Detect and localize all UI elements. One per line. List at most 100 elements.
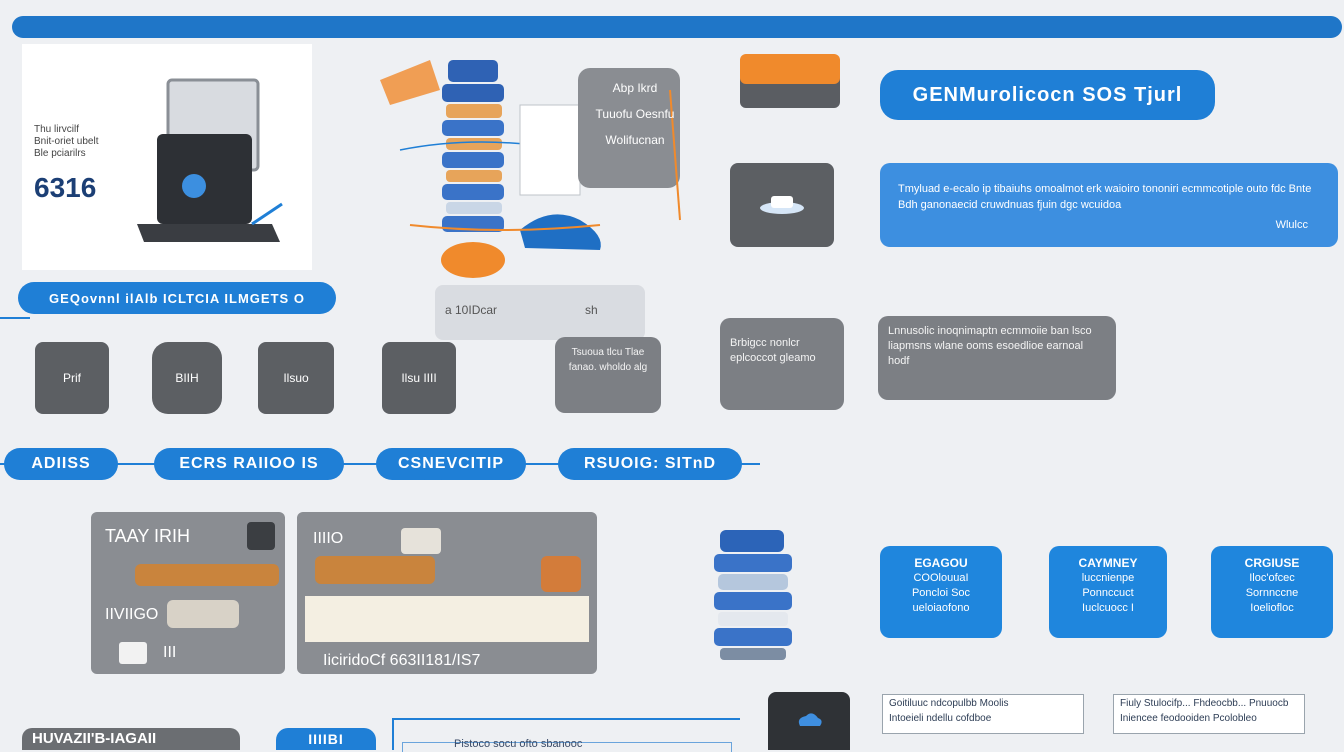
card-line: Poncloi Soc xyxy=(911,587,971,599)
tab-label: ADIISS xyxy=(31,455,91,472)
bottom-mid-text: Pistoco socu ofto sbanooc xyxy=(454,738,583,750)
card-line: ueloiaofono xyxy=(912,602,970,614)
bottom-left-text: HUVAZII'B-IAGAII xyxy=(32,730,157,747)
right-panel-title: IIIIO xyxy=(313,530,344,547)
stacked-books-icon xyxy=(714,530,792,660)
bubble-tail xyxy=(424,479,442,480)
label-line: Intoeieli ndellu cofdboe xyxy=(889,713,992,724)
gray-note-1: Brbigcc nonlcr eplcoccot gleamo xyxy=(720,318,844,410)
mid-note-text: Tsuoua tlcu Tlae fanao. wholdo alg xyxy=(568,347,648,373)
diagram-line: Tuuofu Oesnfu xyxy=(595,107,675,121)
label-box-2: Fiuly Stulocifp... Fhdeocbb... Pnuuocb I… xyxy=(1113,694,1305,734)
card-line: COOlouuaI xyxy=(913,572,969,584)
card-tail xyxy=(916,637,934,638)
card-line: Iloc'ofcec xyxy=(1249,572,1295,584)
tower-diagram-icon xyxy=(380,60,681,278)
board-area xyxy=(305,596,589,642)
card-tail xyxy=(1235,637,1253,638)
gray-note-text: Lnnusolic inoqnimaptn ecmmoiie ban lsco … xyxy=(888,325,1092,367)
component-icon xyxy=(167,600,239,628)
component-strip-icon xyxy=(315,556,435,584)
part-icon xyxy=(401,528,441,554)
bubble-tail xyxy=(748,409,766,410)
description-panel: Tmyluad e-ecalo ip tibaiuhs omoalmot erk… xyxy=(880,163,1338,247)
card-line: Ponnccuct xyxy=(1082,587,1134,599)
right-panel: IIIIO IiciridoCf 663II181/IS7 xyxy=(297,512,597,674)
main-title-bubble: GENMurolicocn SOS Tjurl xyxy=(880,70,1215,120)
icon-tile-label: Ilsuo xyxy=(283,371,309,385)
description-right: Wlulcc xyxy=(1275,219,1308,231)
right-panel-footer: IiciridoCf 663II181/IS7 xyxy=(323,652,481,669)
tab-label: ECRS RAIIOO IS xyxy=(179,455,319,472)
tab-label: RSUOIG: SITnD xyxy=(583,455,717,472)
bubble-tail xyxy=(928,399,946,400)
card-tail xyxy=(1083,637,1101,638)
label-line: Fiuly Stulocifp... Fhdeocbb... Pnuuocb xyxy=(1120,698,1289,709)
product-intro: Thu lirvcilf Bnit-oriet ubelt Ble pciari… xyxy=(34,124,134,160)
gray-note-text: Brbigcc nonlcr eplcoccot gleamo xyxy=(730,337,816,364)
label-line: Iniencee feodooiden Pcolobleo xyxy=(1120,713,1257,724)
section-bubble: GEQovnnl ilAlb ICLTCIA ILMGETS O xyxy=(18,282,336,314)
component-strip-icon xyxy=(135,564,279,586)
icon-tile-1[interactable]: Prif xyxy=(35,342,109,414)
card-line: Sornnccne xyxy=(1245,587,1299,599)
icon-tile-label: Prif xyxy=(63,371,81,385)
icon-tile-2[interactable]: BIIH xyxy=(152,342,222,414)
storage-device-icon xyxy=(740,54,840,108)
card-title: CRGIUSE xyxy=(1244,556,1300,570)
tab-3[interactable]: CSNEVCITIP xyxy=(376,448,526,480)
diagram-line: Wolifucnan xyxy=(605,133,665,147)
bubble-tail xyxy=(240,479,258,480)
bubble-tail xyxy=(940,119,958,120)
diagram-caption-area: a 10IDcar sh xyxy=(435,285,645,340)
intro-line: Bnit-oriet ubelt xyxy=(34,136,99,147)
product-card: Thu lirvcilf Bnit-oriet ubelt Ble pciari… xyxy=(22,44,312,270)
big-number: 6316 xyxy=(34,172,97,203)
intro-line: Thu lirvcilf xyxy=(34,124,80,135)
device-illustration-icon xyxy=(137,78,283,242)
card-title: EGAGOU xyxy=(914,556,968,570)
card-line: Ioeliofloc xyxy=(1250,602,1294,614)
label-box-1: Goitiluuc ndcopulbb Moolis Intoeieli nde… xyxy=(882,694,1084,734)
bubble-tail xyxy=(226,313,244,314)
gray-note-2: Lnnusolic inoqnimaptn ecmmoiie ban lsco … xyxy=(878,316,1116,400)
left-panel: TAAY IRIH IIVIIGO III xyxy=(91,512,285,674)
icon-tile-3[interactable]: Ilsuo xyxy=(258,342,334,414)
diagram-screen-text: Abp Ikrd Tuuofu Oesnfu Wolifucnan xyxy=(585,75,685,153)
bottom-mid-frame: Pistoco socu ofto sbanooc xyxy=(392,718,740,752)
chip-icon xyxy=(119,642,147,664)
cloud-icon xyxy=(798,713,822,726)
icon-tile-label: BIIH xyxy=(175,371,199,385)
blue-card-2[interactable]: CAYMNEY luccnienpe Ponnccuct Iuclcuocc I xyxy=(1049,546,1167,638)
hat-icon xyxy=(760,196,804,214)
bottom-tile[interactable] xyxy=(768,692,850,750)
diagram-caption-right: sh xyxy=(585,303,598,317)
bottom-left-bubble: HUVAZII'B-IAGAII xyxy=(22,728,240,750)
top-banner-bar xyxy=(12,16,1342,38)
label-line: Goitiluuc ndcopulbb Moolis xyxy=(889,698,1009,709)
left-panel-code: III xyxy=(163,644,177,661)
description-text: Tmyluad e-ecalo ip tibaiuhs omoalmot erk… xyxy=(898,183,1312,211)
blue-card-1[interactable]: EGAGOU COOlouuaI Poncloi Soc ueloiaofono xyxy=(880,546,1002,638)
icon-tile-4[interactable]: Ilsu IIII xyxy=(382,342,456,414)
tab-2[interactable]: ECRS RAIIOO IS xyxy=(154,448,344,480)
tab-1[interactable]: ADIISS xyxy=(4,448,118,480)
main-title: GENMurolicocn SOS Tjurl xyxy=(912,83,1183,106)
icon-tile-label: Ilsu IIII xyxy=(401,371,437,385)
left-panel-title: TAAY IRIH xyxy=(105,526,191,546)
blue-card-3[interactable]: CRGIUSE Iloc'ofcec Sornnccne Ioeliofloc xyxy=(1211,546,1333,638)
left-panel-label: IIVIIGO xyxy=(105,606,159,623)
mid-note: Tsuoua tlcu Tlae fanao. wholdo alg xyxy=(555,337,661,413)
tab-4[interactable]: RSUOIG: SITnD xyxy=(558,448,742,480)
panel-corner-icon xyxy=(247,522,275,550)
connector-line xyxy=(0,317,30,319)
tab-label: CSNEVCITIP xyxy=(397,455,504,472)
intro-line: Ble pciarilrs xyxy=(34,148,86,159)
bottom-mid-pill-text: IIIIBI xyxy=(308,731,344,747)
card-line: Iuclcuocc I xyxy=(1082,602,1134,614)
section-bubble-text: GEQovnnl ilAlb ICLTCIA ILMGETS O xyxy=(49,290,305,306)
diagram-caption-left: a 10IDcar xyxy=(445,303,498,317)
card-line: luccnienpe xyxy=(1081,572,1135,584)
bottom-mid-pill[interactable]: IIIIBI xyxy=(276,728,376,750)
feature-tile[interactable] xyxy=(730,163,834,247)
